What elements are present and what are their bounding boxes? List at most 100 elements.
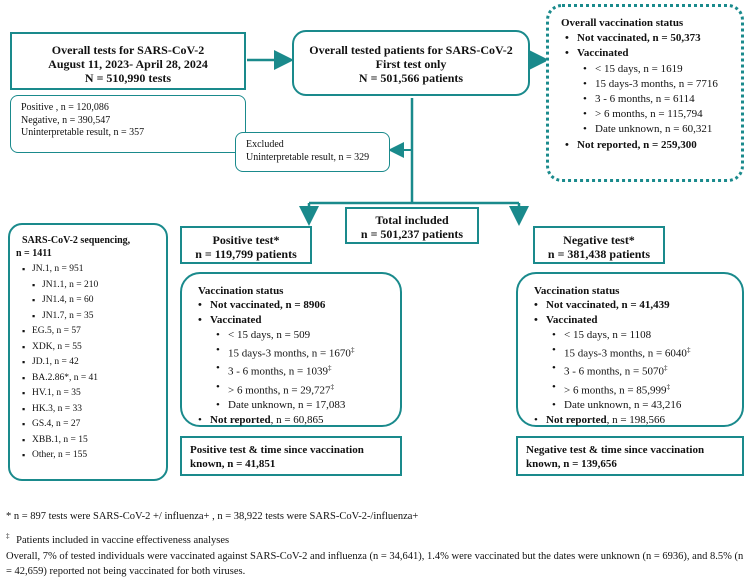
- total-included-count: n = 501,237 patients: [360, 227, 464, 241]
- negative-not-reported: Not reported, n = 198,566: [534, 414, 742, 428]
- overall-vaccinated: Vaccinated: [565, 47, 741, 61]
- excluded-box: Excluded Uninterpretable result, n = 329: [235, 132, 390, 172]
- footnote-dagger-mark: ‡: [6, 532, 10, 540]
- positive-test-title: Positive test*: [212, 233, 280, 247]
- overall-vaccination-box: Overall vaccination status Not vaccinate…: [546, 4, 744, 182]
- positive-sub-item: > 6 months, n = 29,727‡: [216, 380, 400, 399]
- positive-sub-item: Date unknown, n = 17,083: [216, 398, 400, 413]
- footnote-dagger-text: Patients included in vaccine effectivene…: [16, 534, 230, 546]
- positive-sub-mark: ‡: [330, 382, 335, 391]
- sequencing-item: GS.4, n = 27: [22, 417, 166, 433]
- negative-sub-mark: ‡: [664, 364, 668, 373]
- positive-not-reported: Not reported, n = 60,865: [198, 414, 400, 428]
- negative-sub-mark: ‡: [686, 345, 691, 354]
- positive-sub-item: 15 days-3 months, n = 1670‡: [216, 343, 400, 362]
- test-results-box: Positive , n = 120,086 Negative, n = 390…: [10, 95, 246, 153]
- sequencing-list: JN.1, n = 951JN1.1, n = 210JN1.4, n = 60…: [22, 262, 166, 464]
- negative-sub-list: < 15 days, n = 1108 15 days-3 months, n =…: [552, 328, 742, 414]
- negative-sub-item: Date unknown, n = 43,216: [552, 398, 742, 413]
- negative-sub-label: Date unknown, n = 43,216: [564, 399, 682, 412]
- sequencing-item: JN1.1, n = 210: [32, 278, 166, 294]
- sequencing-item: EG.5, n = 57: [22, 324, 166, 340]
- sequencing-item: JN1.4, n = 60: [32, 293, 166, 309]
- positive-sub-item: < 15 days, n = 509: [216, 328, 400, 343]
- total-included-box: Total included n = 501,237 patients: [345, 207, 479, 244]
- negative-test-box: Negative test* n = 381,438 patients: [533, 226, 665, 264]
- overall-tests-title: Overall tests for SARS-CoV-2: [51, 43, 205, 57]
- positive-vaccination-box: Vaccination status Not vaccinated, n = 8…: [180, 272, 402, 427]
- positive-not-vaccinated: Not vaccinated, n = 8906: [198, 299, 400, 313]
- result-positive: Positive , n = 120,086: [21, 102, 109, 113]
- negative-sub-mark: ‡: [666, 382, 671, 391]
- positive-test-count: n = 119,799 patients: [195, 247, 297, 261]
- overall-sub-item: > 6 months, n = 115,794: [583, 107, 741, 122]
- overall-not-vaccinated: Not vaccinated, n = 50,373: [565, 32, 741, 46]
- negative-sub-label: < 15 days, n = 1108: [564, 328, 652, 341]
- sequencing-item: HK.3, n = 33: [22, 402, 166, 418]
- negative-sub-item: < 15 days, n = 1108: [552, 328, 742, 343]
- sequencing-item: JN1.7, n = 35: [32, 309, 166, 325]
- footnote-star: * n = 897 tests were SARS-CoV-2 +/ influ…: [6, 511, 419, 522]
- negative-vaccination-box: Vaccination status Not vaccinated, n = 4…: [516, 272, 744, 427]
- negative-not-reported-label: Not reported: [546, 414, 607, 427]
- positive-not-reported-n: , n = 60,865: [270, 414, 324, 427]
- positive-time-since-box: Positive test & time since vaccination k…: [180, 436, 402, 476]
- negative-sub-item: > 6 months, n = 85,999‡: [552, 380, 742, 399]
- sequencing-item: BA.2.86*, n = 41: [22, 371, 166, 387]
- positive-time-since: Positive test & time since vaccination k…: [190, 444, 364, 470]
- sequencing-item: XBB.1, n = 15: [22, 433, 166, 449]
- overall-sub-item: < 15 days, n = 1619: [583, 62, 741, 77]
- tested-patients-subtitle: First test only: [375, 57, 447, 71]
- overall-vaccination-title: Overall vaccination status: [561, 17, 684, 29]
- negative-sub-item: 3 - 6 months, n = 5070‡: [552, 361, 742, 380]
- negative-vaccinated: Vaccinated: [534, 314, 742, 328]
- negative-not-vaccinated: Not vaccinated, n = 41,439: [534, 299, 742, 313]
- result-negative: Negative, n = 390,547: [21, 114, 111, 126]
- overall-tests-box: Overall tests for SARS-CoV-2 August 11, …: [10, 32, 246, 90]
- positive-sub-list: < 15 days, n = 509 15 days-3 months, n = …: [216, 328, 400, 414]
- positive-test-box: Positive test* n = 119,799 patients: [180, 226, 312, 264]
- sequencing-item: HV.1, n = 35: [22, 386, 166, 402]
- negative-sub-label: > 6 months, n = 85,999: [564, 384, 667, 397]
- total-included-title: Total included: [375, 213, 449, 227]
- sequencing-item: JD.1, n = 42: [22, 355, 166, 371]
- overall-sub-item: 15 days-3 months, n = 7716: [583, 77, 741, 92]
- positive-sub-label: < 15 days, n = 509: [228, 328, 311, 341]
- footnote-overall: Overall, 7% of tested individuals were v…: [6, 551, 744, 577]
- negative-time-since-box: Negative test & time since vaccination k…: [516, 436, 744, 476]
- overall-sub-item: 3 - 6 months, n = 6114: [583, 92, 741, 107]
- result-uninterpretable: Uninterpretable result, n = 357: [21, 127, 145, 138]
- excluded-detail: Uninterpretable result, n = 329: [246, 151, 370, 163]
- sequencing-title: SARS-CoV-2 sequencing,: [22, 235, 131, 246]
- overall-sub-item: Date unknown, n = 60,321: [583, 122, 741, 137]
- positive-sub-label: Date unknown, n = 17,083: [228, 399, 346, 412]
- overall-not-reported: Not reported, n = 259,300: [565, 139, 741, 153]
- tested-patients-box: Overall tested patients for SARS-CoV-2 F…: [292, 30, 530, 96]
- footnote-dagger: ‡ Patients included in vaccine effective…: [6, 530, 744, 547]
- positive-sub-mark: ‡: [350, 345, 355, 354]
- negative-not-reported-n: , n = 198,566: [606, 414, 666, 427]
- sequencing-count: n = 1411: [16, 247, 52, 259]
- negative-test-count: n = 381,438 patients: [547, 247, 651, 261]
- positive-vax-title: Vaccination status: [198, 285, 284, 297]
- negative-test-title: Negative test*: [563, 233, 635, 247]
- positive-sub-label: 15 days-3 months, n = 1670: [228, 347, 351, 360]
- positive-sub-label: > 6 months, n = 29,727: [228, 384, 331, 397]
- negative-sub-label: 15 days-3 months, n = 6040: [564, 347, 687, 360]
- positive-sub-label: 3 - 6 months, n = 1039: [228, 365, 329, 378]
- tested-patients-count: N = 501,566 patients: [358, 71, 464, 85]
- positive-not-reported-label: Not reported: [210, 414, 271, 427]
- negative-time-since: Negative test & time since vaccination k…: [526, 444, 705, 470]
- negative-vax-title: Vaccination status: [534, 285, 620, 297]
- negative-sub-label: 3 - 6 months, n = 5070: [564, 365, 665, 378]
- positive-sub-item: 3 - 6 months, n = 1039‡: [216, 361, 400, 380]
- sequencing-item: JN.1, n = 951: [22, 262, 166, 278]
- negative-sub-item: 15 days-3 months, n = 6040‡: [552, 343, 742, 362]
- sequencing-item: XDK, n = 55: [22, 340, 166, 356]
- overall-tests-dates: August 11, 2023- April 28, 2024: [48, 57, 208, 71]
- excluded-title: Excluded: [246, 139, 284, 150]
- tested-patients-title: Overall tested patients for SARS-CoV-2: [309, 43, 513, 57]
- sequencing-item: Other, n = 155: [22, 448, 166, 464]
- positive-sub-mark: ‡: [328, 364, 332, 373]
